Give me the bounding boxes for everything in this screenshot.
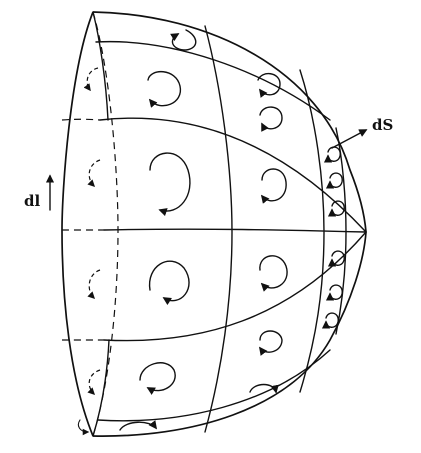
circulation-loop-icon <box>259 255 288 292</box>
circulation-loop-icon <box>260 168 287 204</box>
circulation-loop-icon <box>325 172 343 189</box>
dS-label: dS <box>372 116 393 134</box>
dl-label: dl <box>24 192 40 210</box>
circulation-loop-icon <box>327 250 345 267</box>
circulation-loop-icon <box>321 312 339 329</box>
circulation-loop-icon <box>87 159 101 188</box>
inner-dashed-loops <box>77 67 101 436</box>
boundary-rim <box>61 11 119 437</box>
circulation-loop-icon <box>83 67 99 92</box>
circulation-loop-icon <box>87 269 101 300</box>
circulation-loop-icon <box>87 369 101 396</box>
circulation-loop-icon <box>149 152 191 217</box>
circulation-loops <box>119 29 345 431</box>
circulation-loop-icon <box>148 260 190 306</box>
circulation-loop-icon <box>119 420 158 431</box>
circulation-loop-icon <box>257 73 281 98</box>
latitude-lines <box>61 40 367 422</box>
hemisphere-outline <box>92 11 367 437</box>
circulation-loop-icon <box>77 419 90 436</box>
circulation-loop-icon <box>259 106 283 132</box>
circulation-loop-icon <box>139 362 176 395</box>
circulation-loop-icon <box>249 383 279 394</box>
circulation-loop-icon <box>327 200 345 217</box>
surface-normal-arrow-icon <box>331 129 368 149</box>
circulation-loop-icon <box>147 71 181 108</box>
circulation-loop-icon <box>170 29 197 51</box>
circulation-loop-icon <box>325 284 343 301</box>
circulation-loop-icon <box>323 146 341 163</box>
circulation-loop-icon <box>258 330 283 356</box>
